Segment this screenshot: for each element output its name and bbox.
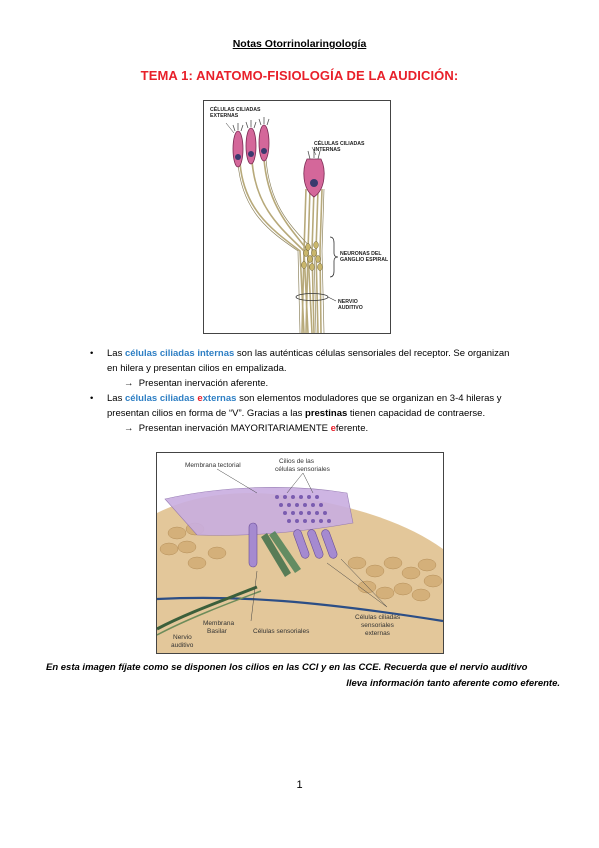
bullet-text: en hilera y presentan cilios en empaliza…	[107, 363, 287, 374]
bullet-text: son las auténticas células sensoriales d…	[234, 348, 510, 359]
inner-hair-cell	[303, 149, 325, 198]
hair-cells-figure: CÉLULAS CILIADAS EXTERNAS CÉLULAS CILIAD…	[203, 100, 391, 334]
label-cce-3: externas	[365, 630, 391, 637]
label-neuronas-1: NEURONAS DEL	[340, 251, 382, 257]
arrow-icon: →	[124, 378, 134, 389]
label-cilios-2: células sensoriales	[275, 466, 331, 473]
bullet-dot: •	[90, 393, 94, 404]
highlight-cci: células ciliadas internas	[124, 348, 235, 359]
sub-text: ferente.	[335, 423, 369, 434]
sub-text: Presentan inervación aferente.	[138, 378, 269, 389]
label-nervio-1: NERVIO	[338, 299, 358, 305]
spiral-ganglion	[301, 241, 323, 271]
bullet-text: son elementos moduladores que se organiz…	[236, 393, 502, 404]
figure-caption: En esta imagen fíjate como se disponen l…	[40, 660, 560, 692]
label-celulas-sensoriales: Células sensoriales	[253, 628, 310, 635]
bullet-text: Las	[107, 348, 125, 359]
label-membrana-basilar-1: Membrana	[203, 620, 234, 627]
label-cce-1: Células ciliadas	[355, 614, 401, 621]
label-membrana-tectorial: Membrana tectorial	[185, 462, 241, 469]
label-membrana-basilar-2: Basilar	[207, 628, 228, 635]
organ-of-corti-illustration: Membrana tectorial Cilios de las células…	[157, 453, 443, 653]
label-neuronas-2: GANGLIO ESPIRAL	[340, 257, 389, 263]
bullet-text: Las	[107, 393, 125, 404]
highlight-cce: xternas	[202, 393, 237, 404]
label-cce-2: sensoriales	[361, 622, 395, 629]
organ-of-corti-figure: Membrana tectorial Cilios de las células…	[156, 452, 444, 654]
bullet-dot: •	[90, 348, 94, 359]
caption-line-1: En esta imagen fíjate como se disponen l…	[46, 662, 528, 673]
label-cci-1: CÉLULAS CILIADAS	[314, 139, 365, 147]
hair-cells-illustration: CÉLULAS CILIADAS EXTERNAS CÉLULAS CILIAD…	[210, 105, 389, 333]
bold-prestinas: prestinas	[305, 408, 348, 419]
bullet-text: tienen capacidad de contraerse.	[347, 408, 486, 419]
label-nervio-auditivo-1: Nervio	[173, 634, 192, 641]
page-number: 1	[296, 779, 303, 791]
label-cci-2: INTERNAS	[314, 147, 341, 153]
label-cilios-1: Cilios de las	[279, 458, 315, 465]
page-header: Notas Otorrinolaringología	[232, 38, 367, 50]
arrow-icon: →	[124, 423, 134, 434]
label-cce-2: EXTERNAS	[210, 113, 239, 119]
bullet-text: presentan cilios en forma de “V”. Gracia…	[107, 408, 306, 419]
caption-line-2: lleva información tanto aferente como ef…	[346, 678, 560, 689]
outer-hair-cells	[232, 117, 270, 168]
highlight-e: e	[330, 423, 336, 434]
label-cce-1: CÉLULAS CILIADAS	[210, 105, 261, 113]
sub-item-aferente: → Presentan inervación aferente.	[107, 376, 570, 391]
label-nervio-auditivo-2: auditivo	[171, 642, 194, 649]
highlight-e: e	[197, 393, 203, 404]
sub-text: Presentan inervación MAYORITARIAMENTE	[138, 423, 331, 434]
page-title: TEMA 1: ANATOMO-FISIOLOGÍA DE LA AUDICIÓ…	[140, 68, 459, 83]
bullet-externas: • Las células ciliadas externas son elem…	[90, 391, 570, 436]
highlight-cce: células ciliadas	[124, 393, 198, 404]
bullet-internas: • Las células ciliadas internas son las …	[90, 346, 570, 391]
bullet-list: • Las células ciliadas internas son las …	[90, 346, 570, 436]
label-nervio-2: AUDITIVO	[338, 305, 363, 311]
sub-item-eferente: → Presentan inervación MAYORITARIAMENTE …	[107, 421, 570, 436]
